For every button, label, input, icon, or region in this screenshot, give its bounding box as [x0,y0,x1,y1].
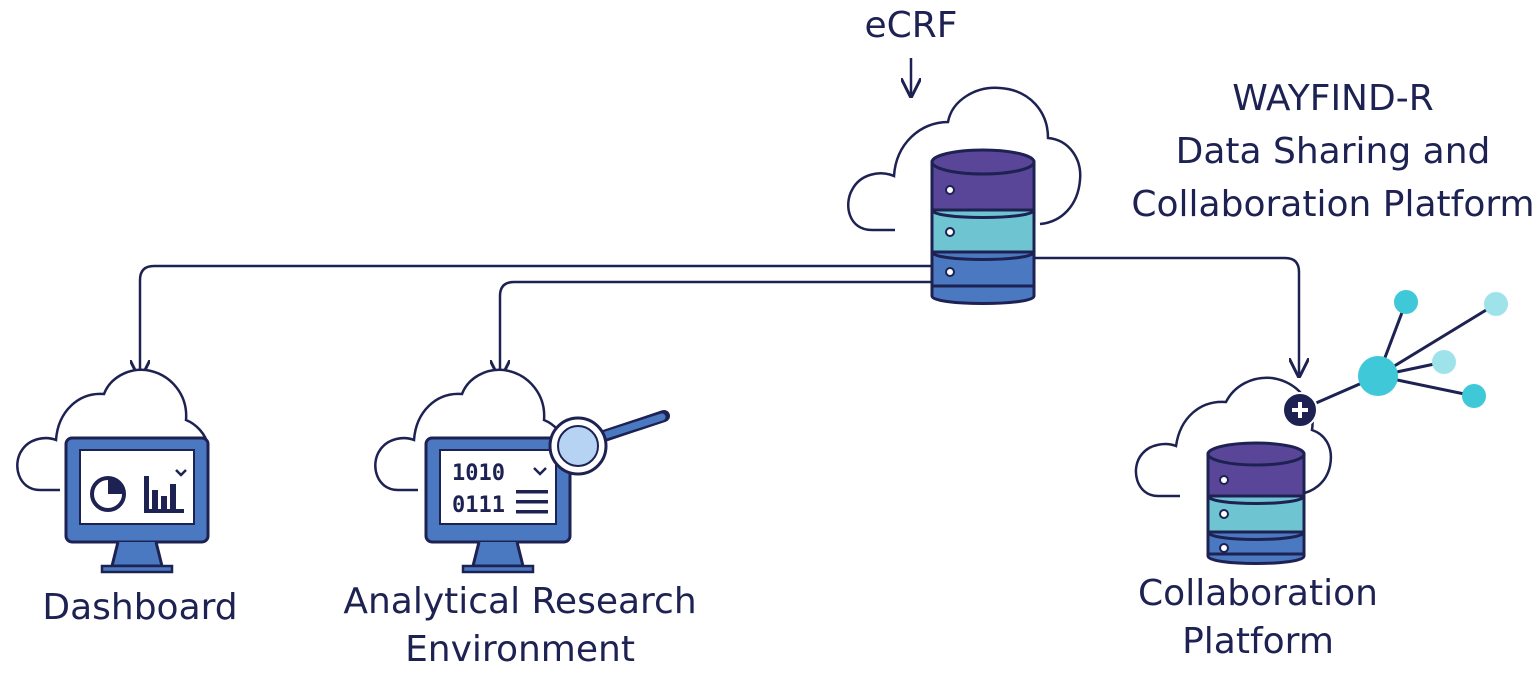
platform-title-line2: Data Sharing and [1175,131,1491,172]
analytical-label-line2: Environment [405,629,635,670]
analytical-label-line1: Analytical Research [343,581,697,622]
platform-title-line1: WAYFIND-R [1232,78,1434,119]
svg-text:1010: 1010 [452,461,505,486]
cloud-database-icon [847,86,1082,305]
collaboration-label-line2: Platform [1182,621,1334,662]
dashboard-label: Dashboard [42,587,238,628]
connector-to-analytical [500,280,935,378]
ecrf-label: eCRF [864,5,958,46]
cloud-monitor-search-icon: 1010 0111 [374,368,670,574]
collaboration-label: Collaboration Platform [1120,570,1396,666]
central-database [930,148,1036,305]
platform-title-line3: Collaboration Platform [1131,184,1535,225]
cloud-database-network-icon [1134,290,1508,565]
analytical-label: Analytical Research Environment [340,578,700,674]
cloud-monitor-chart-icon [16,368,210,574]
connector-to-collaboration [1032,256,1299,376]
connector-to-dashboard [140,264,935,378]
connectors [140,58,1299,378]
collaboration-label-line1: Collaboration [1138,573,1378,614]
svg-text:0111: 0111 [452,493,505,518]
platform-title: WAYFIND-R Data Sharing and Collaboration… [1130,72,1536,231]
network-graph [1282,290,1508,428]
